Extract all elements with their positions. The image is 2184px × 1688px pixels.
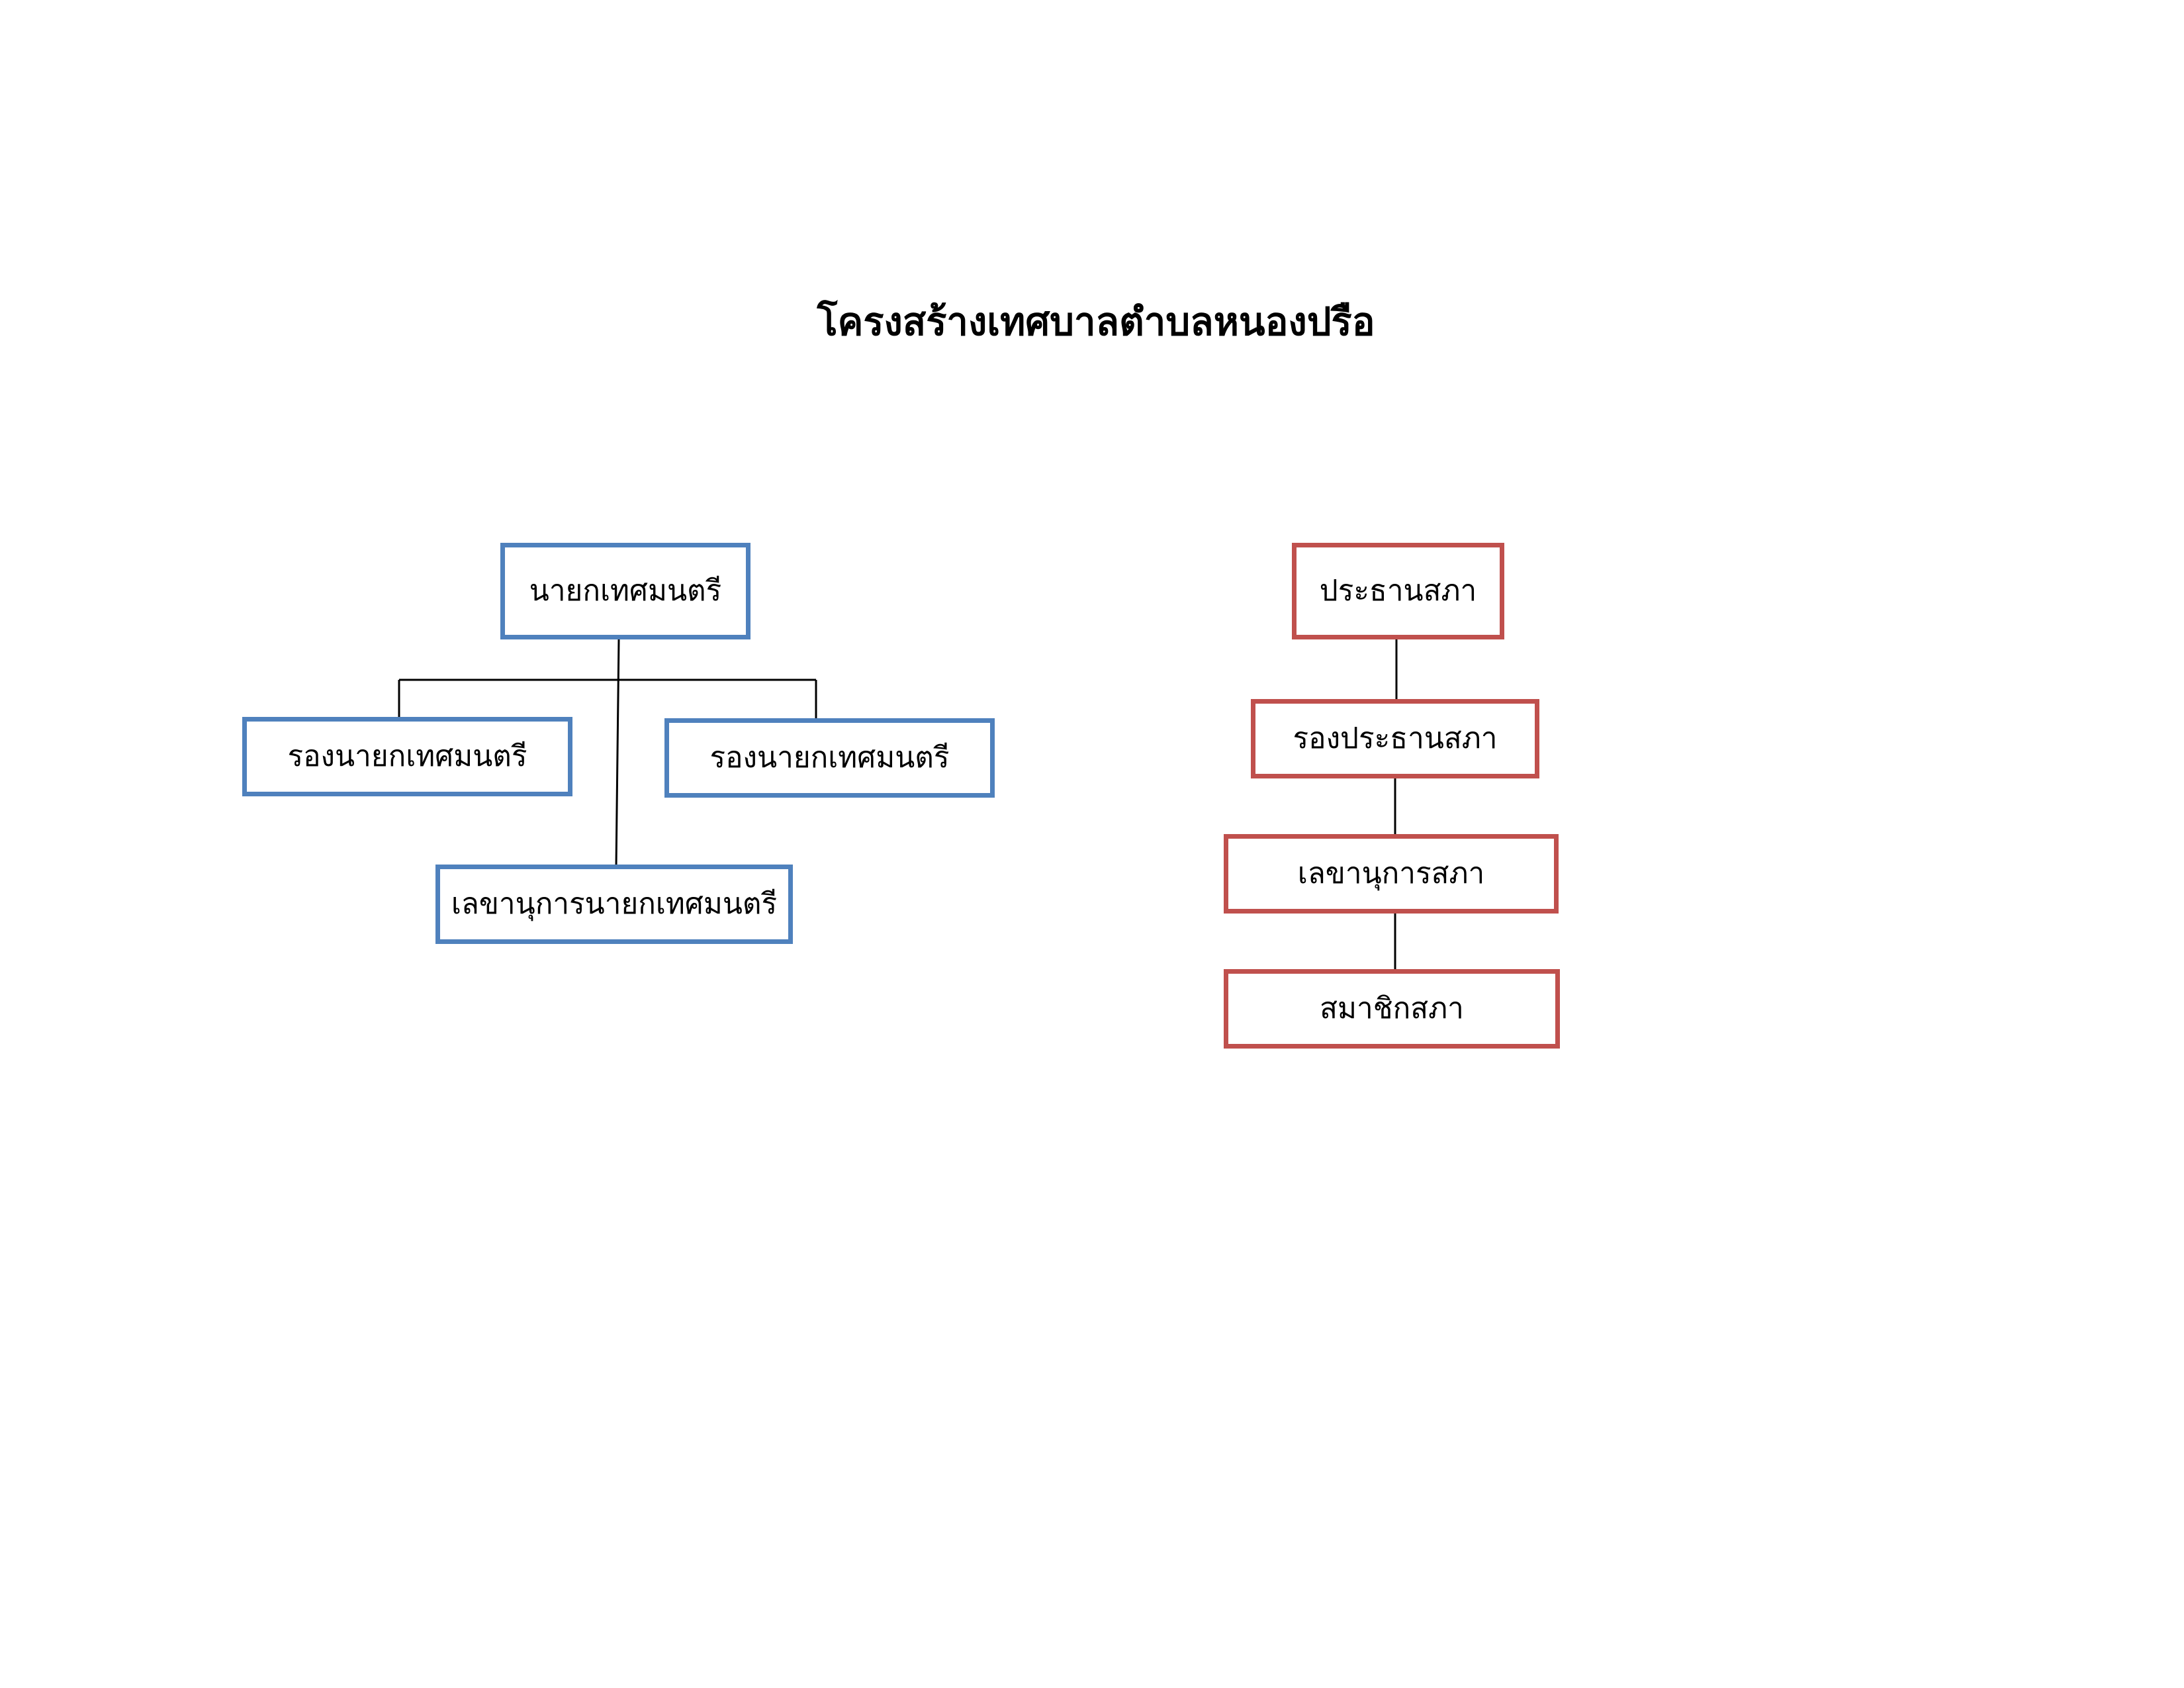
connector-mayor-trunk: [615, 639, 620, 868]
council-president-box: ประธานสภา: [1292, 543, 1504, 639]
deputy-mayor-right-label: รองนายกเทศมนตรี: [709, 741, 950, 774]
deputy-mayor-left-label: รองนายกเทศมนตรี: [287, 739, 527, 773]
council-members-box: สมาชิกสภา: [1224, 969, 1560, 1049]
council-members-label: สมาชิกสภา: [1320, 992, 1464, 1025]
deputy-mayor-left-box: รองนายกเทศมนตรี: [242, 717, 572, 796]
council-secretary-box: เลขานุการสภา: [1224, 834, 1559, 914]
deputy-mayor-right-box: รองนายกเทศมนตรี: [664, 718, 995, 798]
mayor-secretary-label: เลขานุการนายกเทศมนตรี: [451, 887, 778, 921]
council-vice-president-label: รองประธานสภา: [1293, 722, 1498, 755]
council-president-label: ประธานสภา: [1319, 574, 1477, 608]
mayor-box: นายกเทศมนตรี: [500, 543, 751, 639]
council-secretary-label: เลขานุการสภา: [1297, 857, 1485, 890]
mayor-label: นายกเทศมนตรี: [529, 574, 722, 608]
page-title: โครงสร้างเทศบาลตำบลหนองปรือ: [817, 299, 1375, 344]
mayor-secretary-box: เลขานุการนายกเทศมนตรี: [435, 865, 793, 944]
council-vice-president-box: รองประธานสภา: [1251, 699, 1539, 778]
